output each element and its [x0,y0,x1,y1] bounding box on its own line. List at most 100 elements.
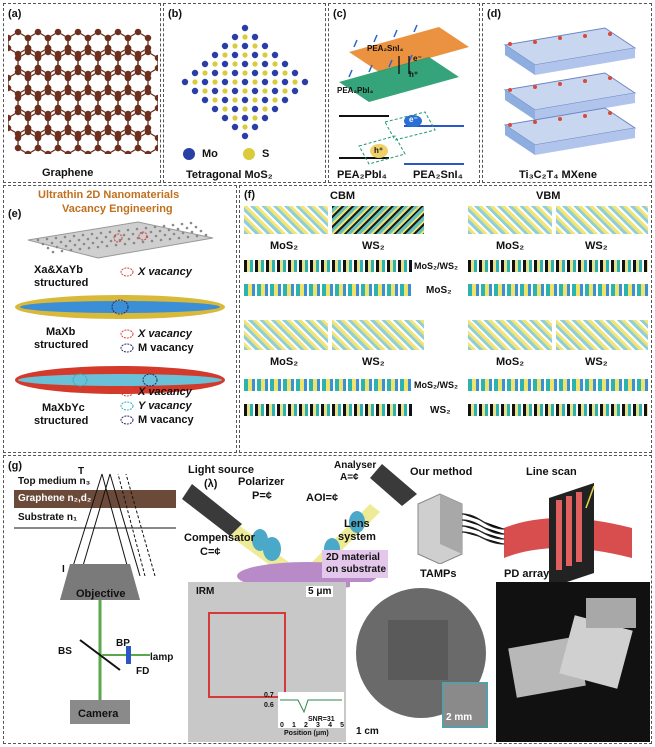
atom [185,226,189,230]
atom [123,242,127,246]
mo-atom [191,69,199,77]
carbon-atom [44,48,52,56]
atom [131,232,135,236]
atom [69,248,73,252]
carbon-atom [84,88,92,96]
carbon-atom [24,128,32,136]
substrate-label: Substrate n₁ [18,512,78,523]
atom [136,236,140,240]
carbon-atom [94,94,102,102]
panel-caption: Graphene [42,167,94,179]
atom [167,228,171,232]
cbm-hetero-side [244,260,412,272]
material-label-1: 2D material [326,552,380,563]
atom [583,79,587,83]
atom [508,123,512,127]
flake [586,598,636,628]
carbon-atom [34,108,42,116]
carbon-atom [124,128,132,136]
atom [104,235,108,239]
s-atom [252,79,258,85]
carbon-atom [44,114,52,122]
vacancy-x-label: X vacancy [138,328,192,340]
panel-label: (d) [487,8,502,20]
carbon-atom [44,34,52,42]
label-ws2: WS₂ [362,356,385,368]
s-atom [232,43,238,49]
vacancy-m-label: M vacancy [138,342,194,354]
profile-curve [280,699,342,714]
atom [583,114,587,118]
carbon-atom [64,34,72,42]
mo-atom [201,78,209,86]
carbon-atom [74,28,82,36]
atom [150,239,154,243]
vbm-mos2-bottom [468,320,552,350]
s-atom [222,88,228,94]
carbon-atom [134,144,142,152]
s-atom [272,79,278,85]
atom [126,228,130,232]
vbm-mos2-side [468,284,648,296]
s-atom [272,97,278,103]
tamps-label: TAMPs [420,568,457,580]
carbon-atom [114,144,122,152]
atom [108,230,112,234]
label-mos2: MoS₂ [496,240,525,252]
mo-atom [281,60,289,68]
carbon-atom [54,134,62,142]
carbon-atom [104,34,112,42]
lamp-label: lamp [150,652,174,663]
carbon-atom [8,84,12,92]
panel-b: (b) Mo S Tetragonal MoS₂ [163,3,326,183]
atom [199,229,203,233]
carbon-atom [154,104,158,112]
atom [100,240,104,244]
carbon-atom [124,34,132,42]
carbon-atom [84,34,92,42]
carbon-atom [94,28,102,36]
atom [181,231,185,235]
carbon-atom [134,28,142,36]
bs-label: BS [58,646,72,657]
carbon-atom [134,54,142,62]
carbon-atom [34,68,42,76]
s-atom [202,70,208,76]
atom [78,247,82,251]
carbon-atom [144,114,152,122]
carbon-atom [84,48,92,56]
structure3-label: MaXbYc [42,402,85,414]
carbon-atom [154,54,158,62]
vacancy-m-icon [120,415,134,425]
perovskite-layers [339,24,469,102]
atom [59,240,63,244]
carbon-atom [54,28,62,36]
carbon-atom [134,108,142,116]
mo-atom [241,96,249,104]
atom [91,241,95,245]
carbon-atom [54,144,62,152]
carbon-atom [74,54,82,62]
atom [583,34,587,38]
atom [558,82,562,86]
atom [533,40,537,44]
mo-atom [211,51,219,59]
objective-label: Objective [76,588,126,600]
vbm-mos2-top [468,206,552,234]
s-atom [252,115,258,121]
material-label-2: on substrate [326,564,387,575]
carbon-atom [134,134,142,142]
scale-label: 5 μm [306,586,334,597]
carbon-atom [34,54,42,62]
mo-atom [221,60,229,68]
atom [63,235,67,239]
atom [122,233,126,237]
s-atom [232,97,238,103]
cbm-title: CBM [330,190,356,202]
carbon-atom [8,74,12,82]
mo-atom [211,105,219,113]
atom [189,221,193,225]
mo-atom [271,105,279,113]
x-tick: 5 [340,722,344,729]
atom [158,229,162,233]
